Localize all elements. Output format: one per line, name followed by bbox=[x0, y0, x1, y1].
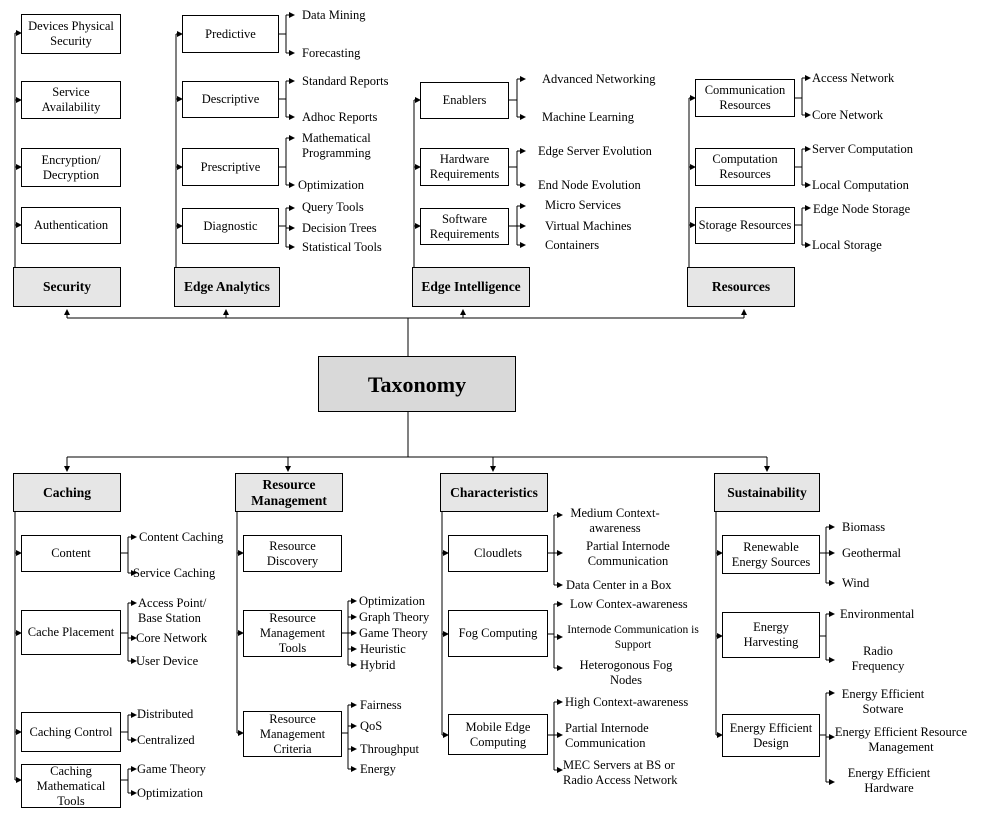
caching-group-cache-placement: Cache Placement bbox=[21, 610, 121, 655]
taxonomy-root: Taxonomy bbox=[318, 356, 516, 412]
char-group-fog-computing: Fog Computing bbox=[448, 610, 548, 657]
category-sustainability: Sustainability bbox=[714, 473, 820, 512]
rm-leaf-qos: QoS bbox=[360, 719, 383, 733]
resources-leaf-local-computation: Local Computation bbox=[812, 178, 909, 192]
intelligence-leaf-edge-server-evolution: Edge Server Evolution bbox=[538, 144, 652, 158]
resources-leaf-local-storage: Local Storage bbox=[812, 238, 882, 252]
sust-leaf-energy-efficient-resource-management: Energy Efficient Resource Management bbox=[834, 725, 968, 754]
sust-leaf-geothermal: Geothermal bbox=[842, 546, 902, 560]
caching-leaf-centralized: Centralized bbox=[137, 733, 195, 747]
sust-leaf-radio-frequency: Radio Frequency bbox=[851, 644, 905, 673]
char-leaf-mec-servers-at-bs: MEC Servers at BS or Radio Access Networ… bbox=[563, 758, 678, 787]
analytics-leaf-forecasting: Forecasting bbox=[302, 46, 361, 60]
analytics-leaf-decision-trees: Decision Trees bbox=[302, 221, 377, 235]
intelligence-leaf-end-node-evolution: End Node Evolution bbox=[538, 178, 641, 192]
intelligence-leaf-virtual-machines: Virtual Machines bbox=[545, 219, 632, 233]
intelligence-leaf-micro-services: Micro Services bbox=[545, 198, 622, 212]
caching-leaf-user-device: User Device bbox=[136, 654, 199, 668]
category-security: Security bbox=[13, 267, 121, 307]
char-leaf-heterogonous-fog-nodes: Heterogonous Fog Nodes bbox=[579, 658, 673, 687]
rm-group-resource-management-tools: Resource Management Tools bbox=[243, 610, 342, 657]
sust-leaf-environmental: Environmental bbox=[840, 607, 915, 621]
security-item-devices-physical-security: Devices Physical Security bbox=[21, 14, 121, 54]
intelligence-group-enablers: Enablers bbox=[420, 82, 509, 119]
rm-leaf-energy: Energy bbox=[360, 762, 396, 776]
intelligence-group-software-requirements: Software Requirements bbox=[420, 208, 509, 245]
sust-leaf-energy-efficient-hardware: Energy Efficient Hardware bbox=[847, 766, 931, 795]
char-leaf-high-context-awareness: High Context-awareness bbox=[565, 695, 689, 709]
intelligence-leaf-containers: Containers bbox=[545, 238, 600, 252]
category-caching: Caching bbox=[13, 473, 121, 512]
analytics-leaf-statistical-tools: Statistical Tools bbox=[302, 240, 382, 254]
category-resource-management: Resource Management bbox=[235, 473, 343, 512]
rm-leaf-graph-theory: Graph Theory bbox=[359, 610, 430, 624]
caching-leaf-distributed: Distributed bbox=[137, 707, 194, 721]
sust-group-renewable-energy-sources: Renewable Energy Sources bbox=[722, 535, 820, 574]
rm-leaf-throughput: Throughput bbox=[360, 742, 420, 756]
analytics-leaf-query-tools: Query Tools bbox=[302, 200, 364, 214]
caching-group-mathematical-tools: Caching Mathematical Tools bbox=[21, 764, 121, 808]
sust-group-energy-efficient-design: Energy Efficient Design bbox=[722, 714, 820, 757]
category-edge-analytics: Edge Analytics bbox=[174, 267, 280, 307]
intelligence-leaf-advanced-networking: Advanced Networking bbox=[542, 72, 656, 86]
analytics-leaf-optimization: Optimization bbox=[298, 178, 364, 192]
caching-leaf-game-theory: Game Theory bbox=[137, 762, 206, 776]
char-leaf-partial-internode-communication-mec: Partial Internode Communication bbox=[565, 721, 649, 750]
category-resources: Resources bbox=[687, 267, 795, 307]
caching-leaf-content-caching: Content Caching bbox=[139, 530, 224, 544]
analytics-group-diagnostic: Diagnostic bbox=[182, 208, 279, 244]
sust-leaf-energy-efficient-software: Energy Efficient Sotware bbox=[841, 687, 925, 716]
intelligence-group-hardware-requirements: Hardware Requirements bbox=[420, 148, 509, 186]
analytics-group-prescriptive: Prescriptive bbox=[182, 148, 279, 186]
char-group-cloudlets: Cloudlets bbox=[448, 535, 548, 572]
caching-leaf-access-point-base-station: Access Point/ Base Station bbox=[138, 596, 207, 625]
analytics-leaf-data-mining: Data Mining bbox=[302, 8, 366, 22]
sust-leaf-wind: Wind bbox=[842, 576, 870, 590]
security-item-service-availability: Service Availability bbox=[21, 81, 121, 119]
rm-leaf-fairness: Fairness bbox=[360, 698, 402, 712]
resources-group-computation: Computation Resources bbox=[695, 148, 795, 186]
category-edge-intelligence: Edge Intelligence bbox=[412, 267, 530, 307]
intelligence-leaf-machine-learning: Machine Learning bbox=[542, 110, 634, 124]
analytics-leaf-mathematical-programming: Mathematical Programming bbox=[302, 131, 371, 160]
caching-group-caching-control: Caching Control bbox=[21, 712, 121, 752]
resources-leaf-server-computation: Server Computation bbox=[812, 142, 914, 156]
security-item-authentication: Authentication bbox=[21, 207, 121, 244]
rm-leaf-heuristic: Heuristic bbox=[360, 642, 406, 656]
resources-leaf-access-network: Access Network bbox=[812, 71, 895, 85]
caching-group-content: Content bbox=[21, 535, 121, 572]
resources-leaf-edge-node-storage: Edge Node Storage bbox=[813, 202, 911, 216]
analytics-group-predictive: Predictive bbox=[182, 15, 279, 53]
rm-leaf-optimization: Optimization bbox=[359, 594, 425, 608]
char-group-mobile-edge-computing: Mobile Edge Computing bbox=[448, 714, 548, 755]
analytics-leaf-adhoc-reports: Adhoc Reports bbox=[302, 110, 378, 124]
sust-leaf-biomass: Biomass bbox=[842, 520, 886, 534]
resources-group-storage: Storage Resources bbox=[695, 207, 795, 244]
char-leaf-low-context-awareness: Low Contex-awareness bbox=[570, 597, 688, 611]
analytics-leaf-standard-reports: Standard Reports bbox=[302, 74, 389, 88]
rm-leaf-game-theory: Game Theory bbox=[359, 626, 428, 640]
char-leaf-medium-context-awareness: Medium Context-awareness bbox=[570, 506, 660, 535]
analytics-group-descriptive: Descriptive bbox=[182, 81, 279, 118]
caching-leaf-service-caching: Service Caching bbox=[133, 566, 216, 580]
rm-group-resource-management-criteria: Resource Management Criteria bbox=[243, 711, 342, 757]
caching-leaf-optimization: Optimization bbox=[137, 786, 203, 800]
rm-leaf-hybrid: Hybrid bbox=[360, 658, 396, 672]
caching-leaf-core-network: Core Network bbox=[136, 631, 208, 645]
resources-leaf-core-network: Core Network bbox=[812, 108, 884, 122]
category-characteristics: Characteristics bbox=[440, 473, 548, 512]
rm-group-resource-discovery: Resource Discovery bbox=[243, 535, 342, 572]
char-leaf-data-center-in-a-box: Data Center in a Box bbox=[566, 578, 672, 592]
sust-group-energy-harvesting: Energy Harvesting bbox=[722, 612, 820, 658]
char-leaf-internode-communication-support: Internode Communication is Support bbox=[567, 624, 699, 651]
resources-group-communication: Communication Resources bbox=[695, 79, 795, 117]
security-item-encryption-decryption: Encryption/ Decryption bbox=[21, 148, 121, 187]
char-leaf-partial-internode-communication: Partial Internode Communication bbox=[586, 539, 670, 568]
